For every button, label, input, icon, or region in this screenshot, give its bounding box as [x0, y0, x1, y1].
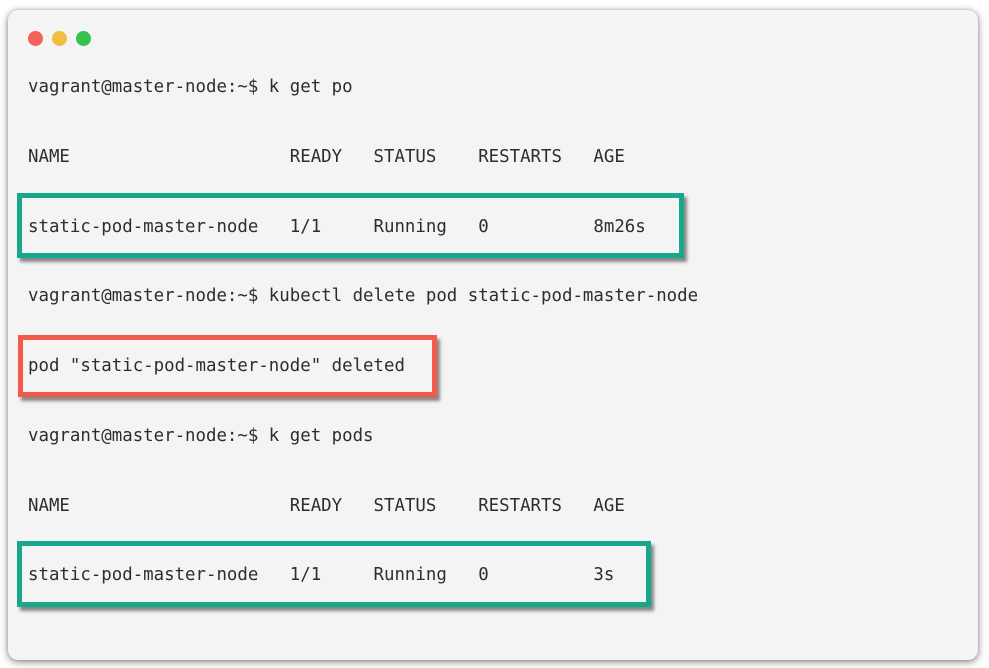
highlight-box-pod-running-before-delete [17, 193, 684, 258]
highlight-box-pod-running-after-delete [17, 541, 651, 607]
highlight-box-pod-deleted-message [18, 335, 437, 397]
terminal-command-get-pods: vagrant@master-node:~$ k get pods [28, 426, 374, 446]
terminal-command-get-po: vagrant@master-node:~$ k get po [28, 77, 353, 97]
terminal-window: vagrant@master-node:~$ k get po NAME REA… [8, 10, 978, 660]
close-button[interactable] [28, 31, 43, 46]
terminal-output-pod-deleted: pod "static-pod-master-node" deleted [28, 356, 405, 376]
minimize-button[interactable] [52, 31, 67, 46]
window-titlebar[interactable] [28, 31, 91, 46]
maximize-button[interactable] [76, 31, 91, 46]
terminal-table-header-1: NAME READY STATUS RESTARTS AGE [28, 147, 625, 167]
terminal-table-header-2: NAME READY STATUS RESTARTS AGE [28, 496, 625, 516]
terminal-table-row-pod-3s: static-pod-master-node 1/1 Running 0 3s [28, 565, 615, 585]
terminal-command-delete-pod: vagrant@master-node:~$ kubectl delete po… [28, 286, 699, 306]
terminal-table-row-pod-8m26s: static-pod-master-node 1/1 Running 0 8m2… [28, 217, 646, 237]
